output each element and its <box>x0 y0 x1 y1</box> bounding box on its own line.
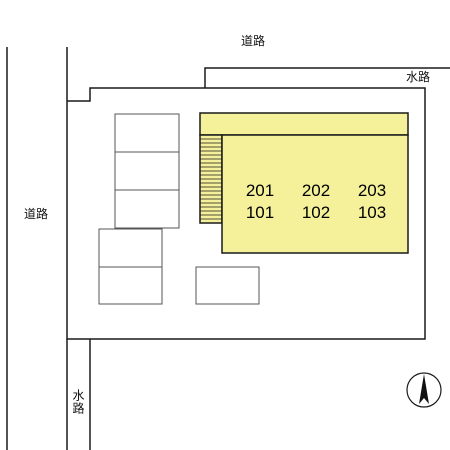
parking-spaces-upper <box>114 113 180 229</box>
parking-space <box>114 151 180 191</box>
parking-space <box>114 189 180 229</box>
stair-treads <box>200 138 222 220</box>
parking-space <box>98 228 163 268</box>
waterway-right-label: 水路 <box>406 70 431 84</box>
unit-label: 102 <box>301 203 331 222</box>
unit-numbers: 201 202 203 101 102 103 <box>238 180 394 224</box>
road-top-label: 道路 <box>241 34 266 48</box>
waterway-right-boundary <box>204 67 450 88</box>
storage-shed <box>195 266 260 305</box>
unit-label: 202 <box>301 181 331 200</box>
building-main-block <box>221 134 409 254</box>
building-corridor <box>199 112 409 136</box>
floor-row-1: 101 102 103 <box>238 202 394 224</box>
floor-row-2: 201 202 203 <box>238 180 394 202</box>
unit-label: 201 <box>245 181 275 200</box>
parking-spaces-lower <box>98 228 163 305</box>
unit-label: 101 <box>245 203 275 222</box>
road-left-label: 道路 <box>24 207 49 221</box>
waterway-bottom-label: 水路 <box>71 389 85 415</box>
parking-space <box>98 266 163 305</box>
unit-label: 203 <box>357 181 387 200</box>
unit-label: 103 <box>357 203 387 222</box>
parking-space <box>114 113 180 153</box>
north-arrow-icon <box>406 372 442 408</box>
